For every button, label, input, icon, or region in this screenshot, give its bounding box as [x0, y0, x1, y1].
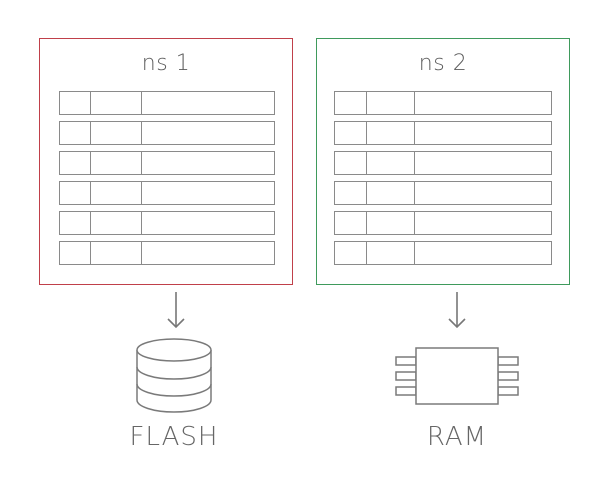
- table-row: [59, 151, 275, 175]
- table-row: [334, 211, 552, 235]
- device-label-ram: RAM: [426, 422, 488, 452]
- table-row: [59, 91, 275, 115]
- table-row: [59, 181, 275, 205]
- database-icon: [136, 338, 212, 413]
- arrow-down-icon: [448, 292, 466, 329]
- panel-title-ns1: ns 1: [141, 51, 191, 76]
- table-row: [334, 181, 552, 205]
- device-label-flash: FLASH: [129, 422, 219, 452]
- panel-ns2: ns 2: [316, 38, 570, 285]
- panel-title-ns2: ns 2: [418, 51, 468, 76]
- table-row: [334, 241, 552, 265]
- table-row: [59, 211, 275, 235]
- panel-ns1: ns 1: [39, 38, 293, 285]
- table-row: [334, 151, 552, 175]
- table-row: [334, 121, 552, 145]
- table-row: [334, 91, 552, 115]
- table-row: [59, 241, 275, 265]
- table-row: [59, 121, 275, 145]
- chip-icon: [395, 347, 519, 405]
- arrow-down-icon: [167, 292, 185, 329]
